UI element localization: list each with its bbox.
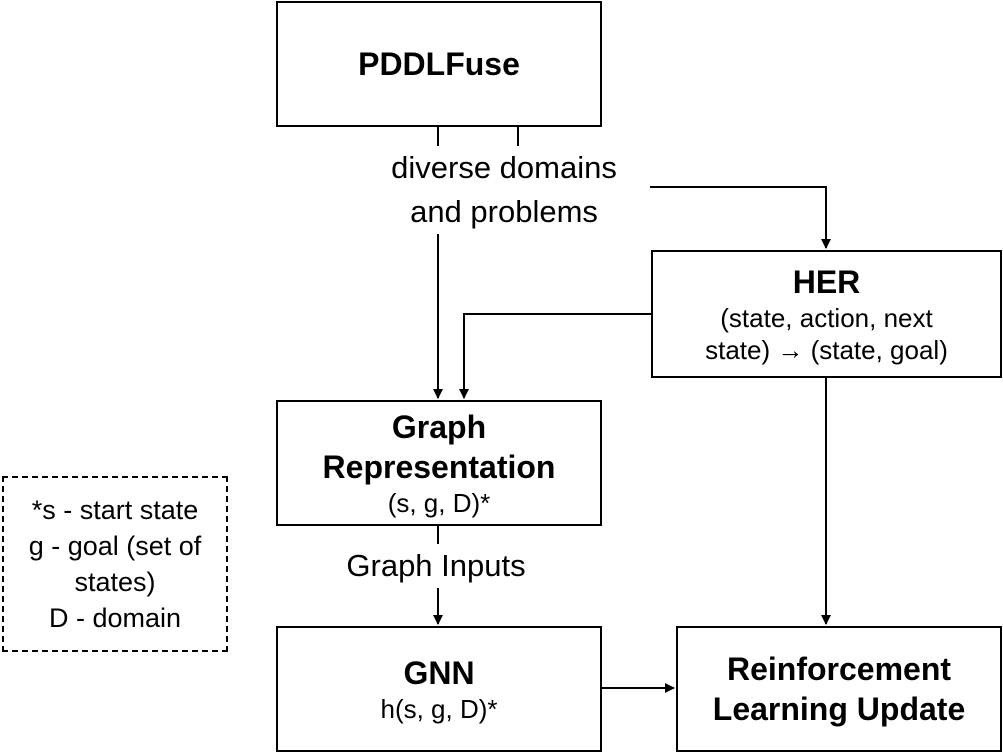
legend-line4: D - domain [48, 603, 182, 633]
node-pddlfuse: PDDLFuse [276, 1, 602, 127]
node-rl-update: Reinforcement Learning Update [676, 626, 1002, 752]
node-her-line2: state) → (state, goal) [705, 335, 948, 365]
node-graph-title2: Representation [322, 449, 556, 485]
edge-label-diverse: diverse domains and problems [368, 146, 640, 234]
node-graph-representation: Graph Representation (s, g, D)* [276, 400, 602, 526]
node-her: HER (state, action, next state) → (state… [651, 250, 1002, 378]
node-pddlfuse-title: PDDLFuse [358, 46, 520, 82]
node-her-line1: (state, action, next [720, 303, 933, 333]
node-graph-sub: (s, g, D)* [387, 488, 491, 518]
edge-her-to-graph [459, 313, 652, 399]
edge-label-graph-inputs: Graph Inputs [330, 544, 542, 588]
legend-line1: *s - start state [31, 495, 199, 525]
node-gnn-title: GNN [403, 655, 475, 691]
node-rl-title1: Reinforcement [726, 651, 952, 687]
node-gnn: GNN h(s, g, D)* [276, 626, 602, 752]
legend-line2: g - goal (set of [28, 531, 202, 561]
edge-pddlfuse-to-her [650, 186, 831, 249]
node-her-title: HER [792, 264, 861, 300]
node-graph-title1: Graph [391, 409, 487, 445]
legend-line3: states) [74, 567, 156, 597]
node-gnn-sub: h(s, g, D)* [380, 694, 498, 724]
legend-box: *s - start state g - goal (set of states… [2, 476, 228, 652]
edge-label-diverse-line1: diverse domains [391, 150, 617, 185]
edge-label-diverse-line2: and problems [410, 194, 598, 229]
node-rl-title2: Learning Update [712, 691, 966, 727]
